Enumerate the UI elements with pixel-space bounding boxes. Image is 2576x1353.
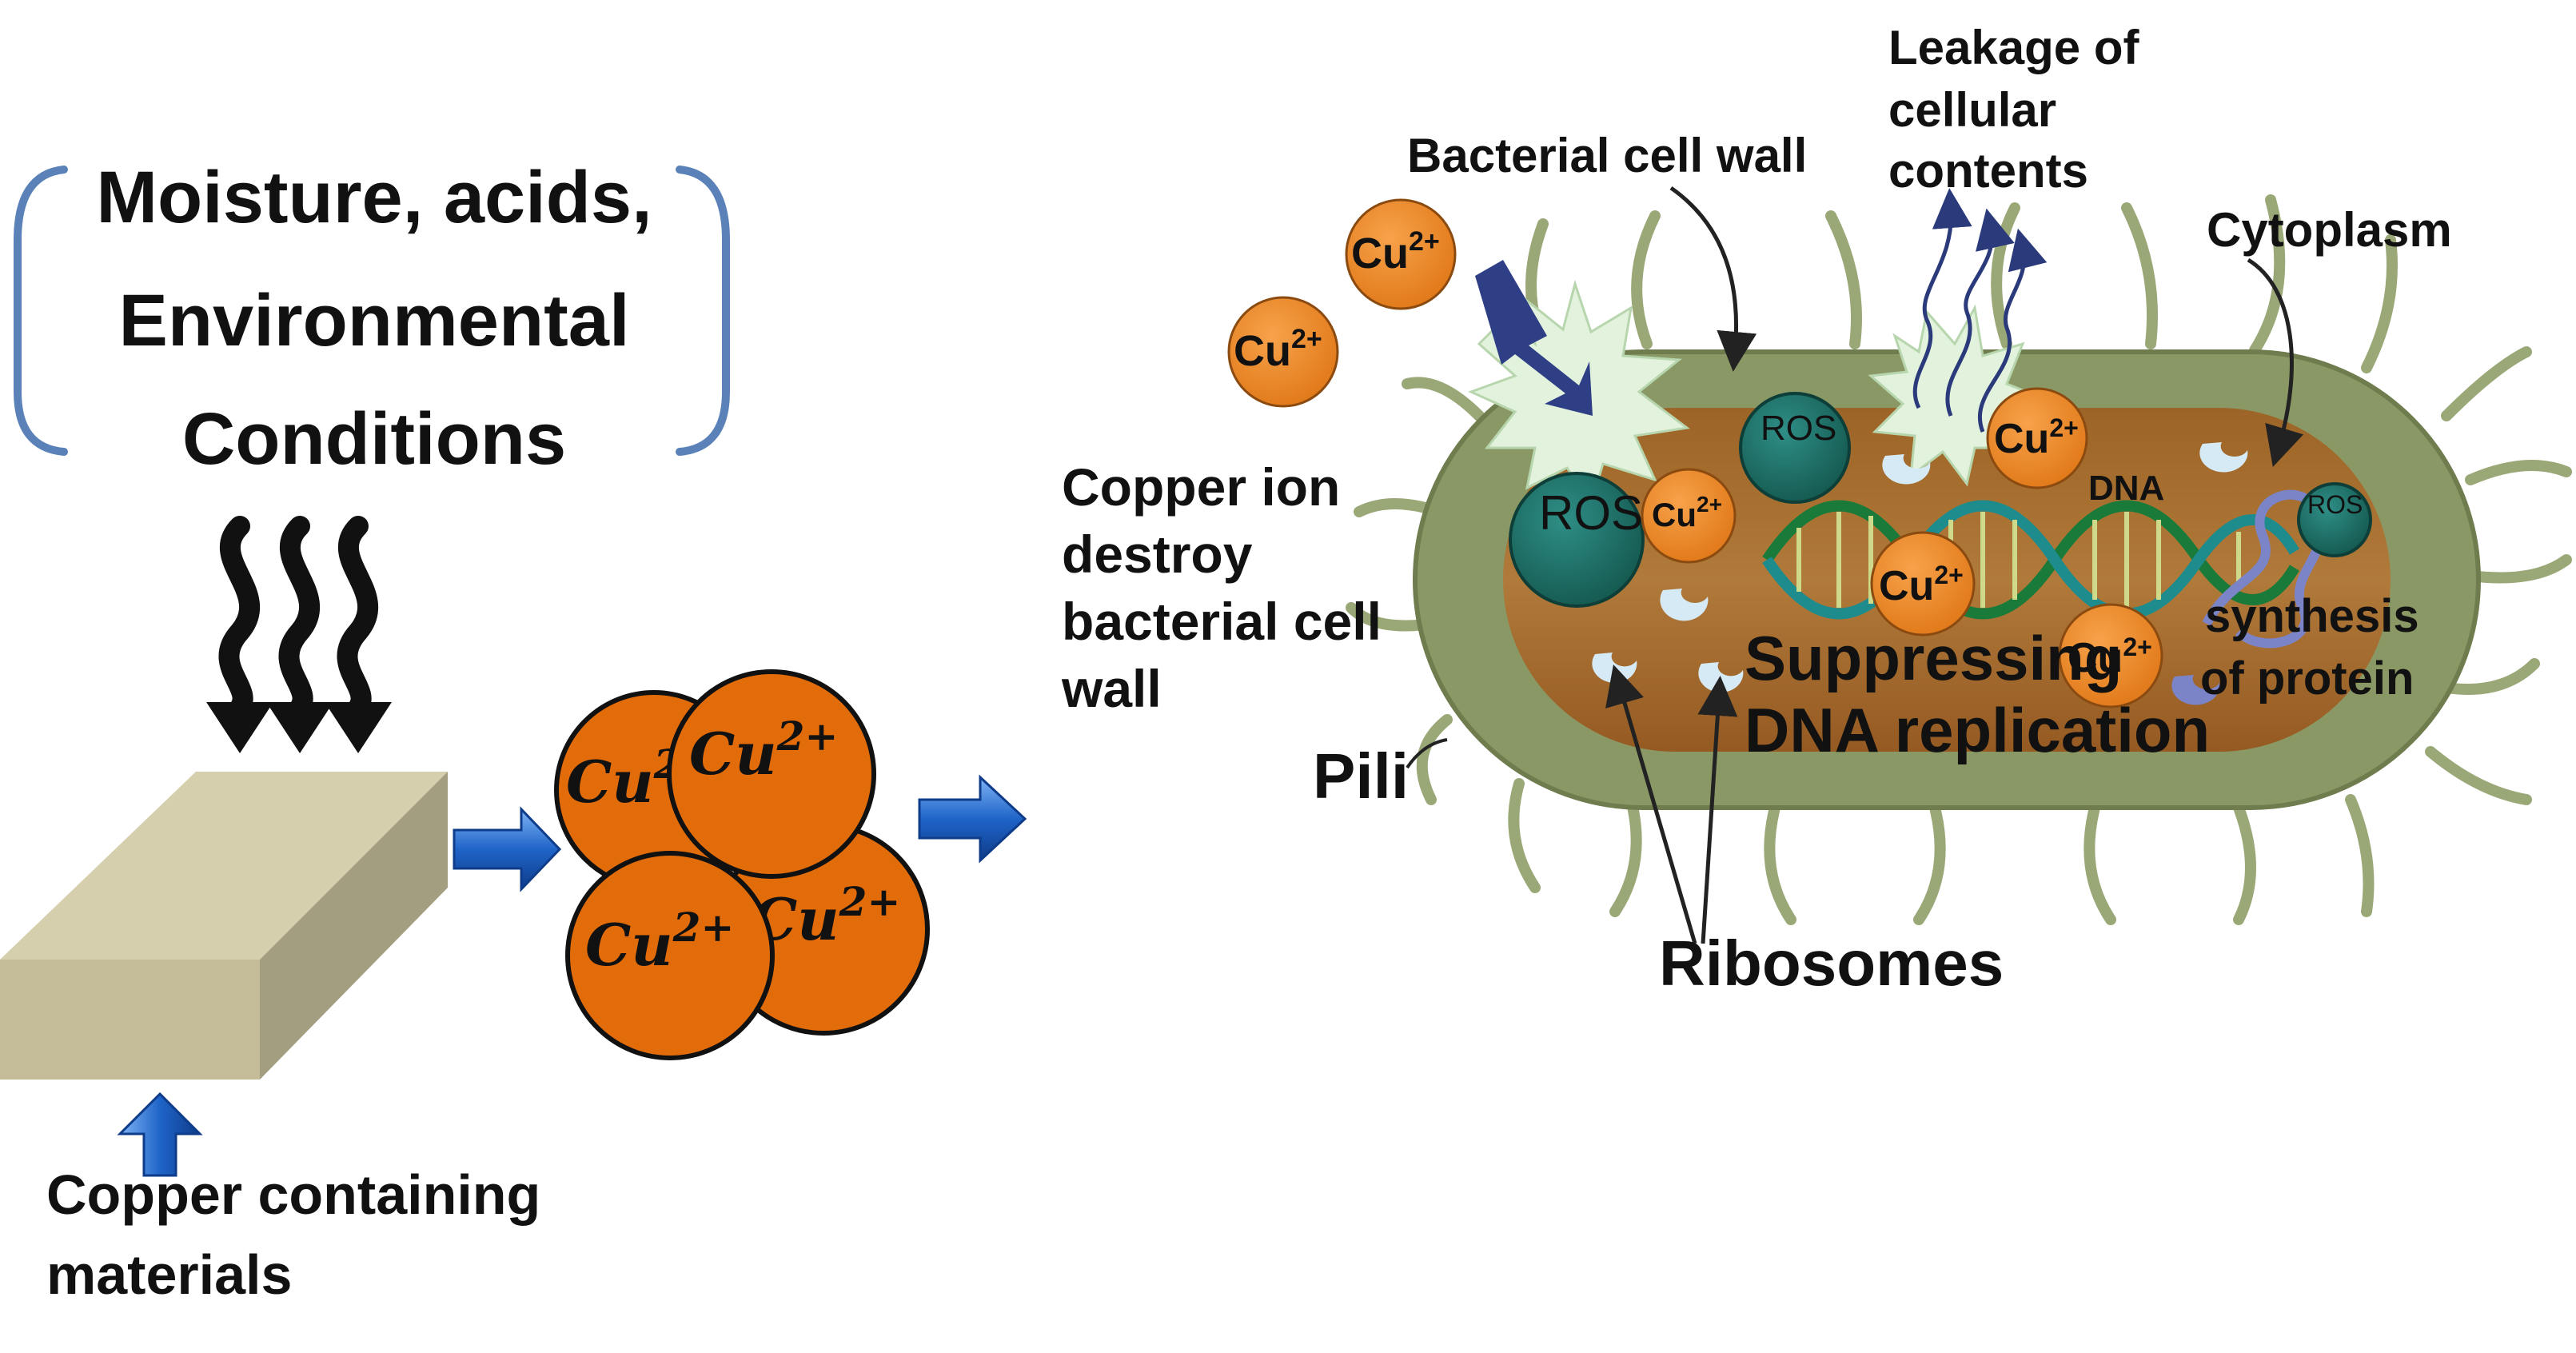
ion-front-bottom [565,851,775,1060]
copper-block [0,772,448,1080]
wavy-arrow-2 [278,516,321,718]
ion-front-top-label: Cu2+ [689,712,838,788]
cu-ion-inner-1 [1641,468,1737,564]
cu-ion-outside-2-label: Cu2+ [1234,324,1322,375]
ros-large [1509,472,1645,608]
cu-ion-inner-2 [1986,387,2088,489]
pilus [2425,746,2532,805]
label-synthesis-2: of protein [2200,653,2414,704]
label-copper-destroy-4: wall [1061,659,1162,718]
pilus [1913,802,1946,925]
pilus [2441,658,2540,695]
environment-wavy-arrows [206,516,392,753]
label-copper-destroy-2: destroy [1062,525,1253,584]
up-arrow [117,1092,203,1177]
environment-line-1: Moisture, acids, [96,157,652,238]
cell-wall-attack-arrow [1475,260,1593,416]
wavy-arrow-1 [218,516,261,718]
pilus [2345,794,2375,917]
pilus [1416,714,1453,805]
label-suppressing-2: DNA replication [1745,695,2210,765]
label-copper-destroy-1: Copper ion [1062,457,1340,517]
label-leakage-3: contents [1888,144,2088,198]
ribosome-protein [2171,675,2220,705]
ros-large-label: ROS [1539,486,1643,540]
left-bracket [14,166,68,456]
label-cell-wall: Bacterial cell wall [1407,129,1807,182]
cell-copper-ions: Cu2+ Cu2+ Cu2+ Cu2+ Cu2+ Cu2+ [1227,198,2163,708]
leakage-arrows [1912,188,2048,433]
ion-front-top [667,669,876,879]
pilus [1764,802,1796,925]
pilus [2084,802,2116,925]
environment-line-3: Conditions [182,398,566,480]
cu-ion-outside-2 [1227,296,1339,408]
pilus [1631,210,1661,349]
ros-molecules: ROS ROS ROS [1509,392,2372,608]
pili-leader [1406,738,1448,769]
source-line-1: Copper containing [46,1163,540,1226]
pilus [2233,802,2256,925]
cu-ion-inner-4 [2058,603,2163,708]
pilus [2121,202,2158,349]
label-leakage-1: Leakage of [1888,21,2139,74]
dna-helix [1762,500,2300,620]
block-top [0,772,448,960]
cu-ion-inner-2-label: Cu2+ [1994,413,2079,462]
environment-line-2: Environmental [118,280,629,361]
ros-medium-label: ROS [1761,409,1836,448]
label-cytoplasm: Cytoplasm [2207,203,2452,257]
pilus [1609,794,1642,917]
pilus [1508,778,1541,893]
copper-ion-cluster: Cu2 Cu2+ Cu2+ Cu2+ [554,669,930,1060]
wavy-arrow-3 [337,516,379,718]
pilus [2441,346,2532,421]
ribosome [2199,442,2248,473]
cu-ion-outside-1 [1345,198,1457,310]
block-front [0,960,260,1080]
label-synthesis-1: synthesis [2205,590,2419,642]
ribosome [1882,454,1931,485]
ros-small-label: ROS [2307,490,2363,519]
right-bracket [676,166,730,456]
arrow-to-ions [453,806,562,892]
cu-ion-inner-3-label: Cu2+ [1879,561,1964,609]
cu-ion-inner-1-label: Cu2+ [1652,492,1722,533]
ros-small [2297,482,2372,557]
pilus [2465,554,2572,584]
ribosome [1660,589,1709,621]
pilus [2465,460,2572,485]
cu-ion-inner-4-label: Cu2+ [2068,633,2152,681]
pilus [1402,377,1485,421]
label-ribosomes: Ribosomes [1659,928,2004,999]
label-pili: Pili [1313,740,1409,812]
leader-arrows [1406,186,2304,944]
label-dna: DNA [2088,469,2164,508]
ros-medium [1739,392,1851,504]
label-copper-destroy-3: bacterial cell [1062,592,1382,651]
block-side [260,772,448,1080]
label-leakage-2: cellular [1888,83,2056,137]
pilus [2249,194,2286,356]
label-suppressing-1: Suppressing [1745,623,2122,693]
cell-wall-leader [1669,186,1757,372]
cytoplasm-leader [2247,257,2304,467]
cu-ion-inner-3 [1870,531,1976,637]
cu-ion-outside-1-label: Cu2+ [1351,226,1440,277]
ribosome-leader-2 [1697,676,1738,944]
ribosome-leader-1 [1605,665,1697,944]
pilus [2361,234,2398,373]
source-line-2: materials [46,1243,292,1306]
arrow-to-bacterium [918,774,1027,864]
ion-front-bottom-label: Cu2+ [585,904,734,979]
pilus [1825,210,1862,349]
